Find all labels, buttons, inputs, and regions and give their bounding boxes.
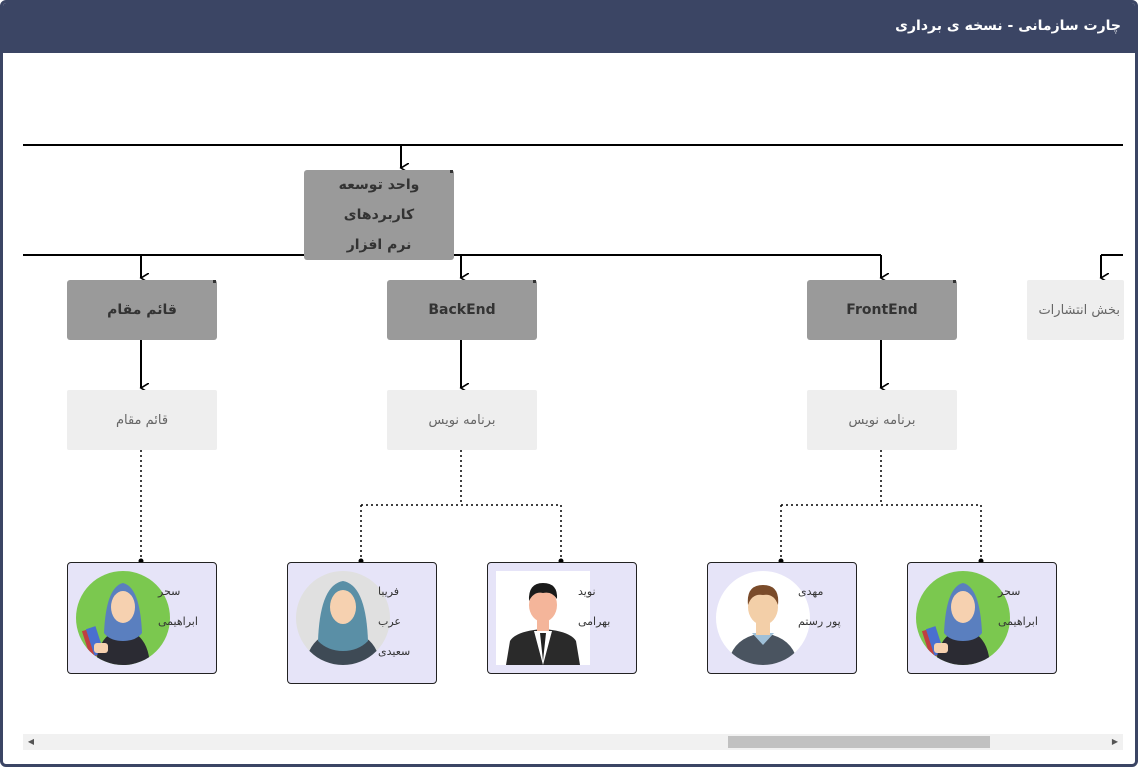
person-first-name: سحر	[998, 585, 1021, 598]
role-node-frontend[interactable]: برنامه نویس	[807, 390, 957, 450]
role-label-qaem: قائم مقام	[115, 412, 169, 428]
connector-lines	[23, 144, 1123, 564]
window-titlebar: چارت سازمانی - نسخه ی برداری	[3, 3, 1135, 53]
person-first-name: نوید	[578, 585, 596, 598]
root-corner-mark	[450, 170, 453, 173]
male-avatar-icon	[716, 571, 810, 665]
female-avatar-icon	[916, 571, 1010, 665]
person-first-name: مهدی	[798, 585, 824, 598]
dept-label-backend: BackEnd	[428, 302, 496, 318]
scrollbar-thumb[interactable]	[728, 736, 990, 748]
person-card[interactable]: فریبا عرب سعیدی	[287, 562, 437, 684]
scroll-left-icon[interactable]: ◀	[27, 737, 35, 746]
person-last-name: بهرامی	[578, 615, 611, 628]
person-name: مهدی پور رستم	[798, 577, 848, 637]
person-card[interactable]: سحر ابراهیمی	[67, 562, 217, 674]
role-label-backend: برنامه نویس	[428, 412, 496, 428]
dept-node-frontend[interactable]: FrontEnd	[807, 280, 957, 340]
person-last-name: ابراهیمی	[158, 615, 198, 628]
person-first-name: سحر	[158, 585, 181, 598]
male-avatar-icon	[496, 571, 590, 665]
role-node-backend[interactable]: برنامه نویس	[387, 390, 537, 450]
dept-corner-frontend	[953, 280, 956, 283]
person-card[interactable]: مهدی پور رستم	[707, 562, 857, 674]
person-last-name: ابراهیمی	[998, 615, 1038, 628]
role-node-qaem[interactable]: قائم مقام	[67, 390, 217, 450]
female-avatar-icon	[296, 571, 390, 665]
dept-corner-backend	[533, 280, 536, 283]
scroll-right-icon[interactable]: ▶	[1111, 737, 1119, 746]
horizontal-scrollbar[interactable]: ◀ ▶	[23, 734, 1123, 750]
root-unit-node[interactable]: واحد توسعه کاربردهای نرم افزار	[304, 170, 454, 260]
female-avatar-icon	[76, 571, 170, 665]
person-name: سحر ابراهیمی	[998, 577, 1048, 637]
dept-label-qaem: قائم مقام	[107, 302, 177, 318]
person-last-name: عرب	[378, 615, 401, 628]
dept-node-backend[interactable]: BackEnd	[387, 280, 537, 340]
person-name: سحر ابراهیمی	[158, 577, 208, 637]
role-label-frontend: برنامه نویس	[848, 412, 916, 428]
person-last-name: پور رستم	[798, 615, 841, 628]
dept-node-qaem[interactable]: قائم مقام	[67, 280, 217, 340]
person-first-name: فریبا	[378, 585, 400, 598]
person-card[interactable]: سحر ابراهیمی	[907, 562, 1057, 674]
root-unit-line2: نرم افزار	[346, 237, 412, 253]
person-name: فریبا عرب سعیدی	[378, 577, 428, 667]
dept-node-publications[interactable]: بخش انتشارات	[1027, 280, 1124, 340]
window-title: چارت سازمانی - نسخه ی برداری	[895, 18, 1121, 34]
dept-label-frontend: FrontEnd	[846, 302, 918, 318]
person-name: نوید بهرامی	[578, 577, 628, 637]
dept-corner-qaem	[213, 280, 216, 283]
root-unit-line1: واحد توسعه کاربردهای	[338, 177, 420, 223]
dept-label-publications: بخش انتشارات	[1038, 302, 1120, 318]
person-extra-name: سعیدی	[378, 645, 411, 658]
person-card[interactable]: نوید بهرامی	[487, 562, 637, 674]
